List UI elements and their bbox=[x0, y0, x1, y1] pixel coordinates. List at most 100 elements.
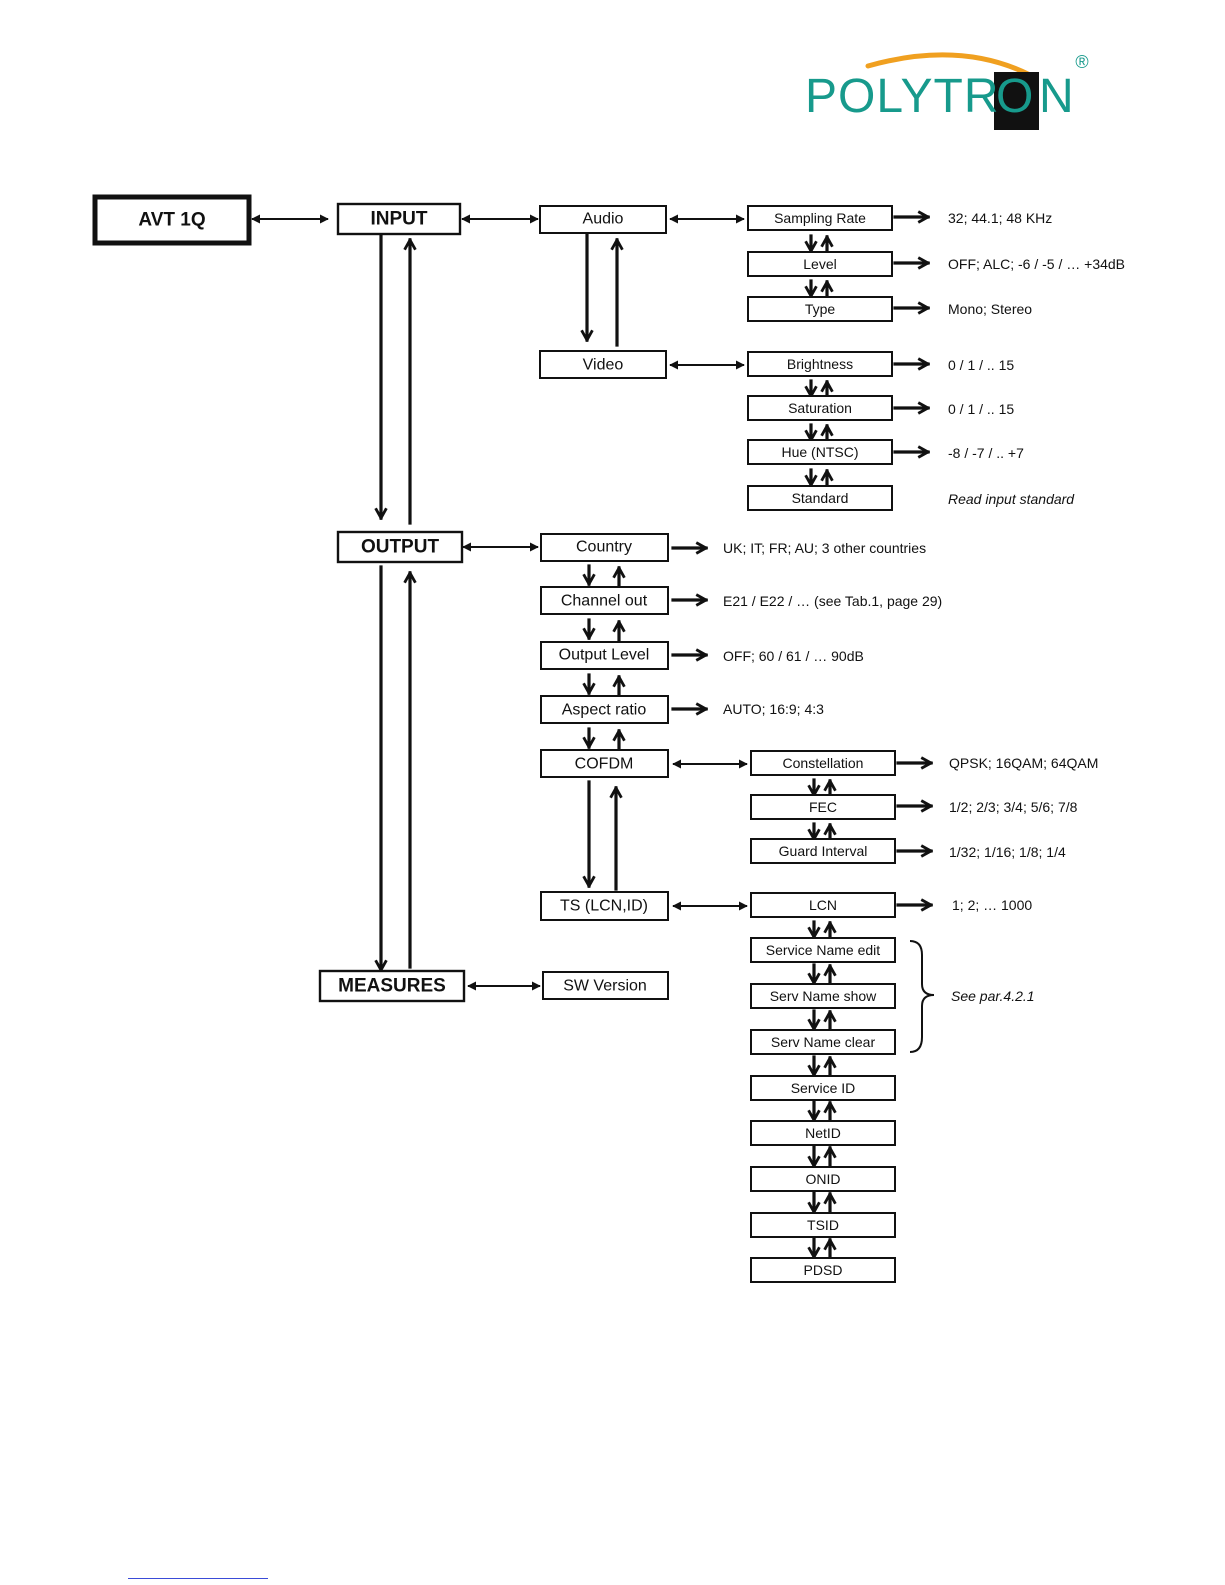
chain-hue-standard bbox=[811, 468, 827, 488]
node-service-name-edit: Service Name edit bbox=[750, 937, 896, 963]
node-service-id-box bbox=[750, 1075, 896, 1101]
node-sampling-rate-label: Sampling Rate bbox=[774, 210, 866, 226]
node-sampling-rate: Sampling Rate bbox=[747, 205, 893, 231]
value-type: Mono; Stereo bbox=[948, 301, 1032, 317]
logo-text-end: N bbox=[1039, 70, 1075, 123]
node-serv-name-show-box bbox=[750, 983, 896, 1009]
node-country: Country bbox=[540, 533, 669, 562]
service-name-brace bbox=[909, 940, 935, 1053]
node-type-label: Type bbox=[805, 301, 836, 317]
node-onid-box bbox=[750, 1166, 896, 1192]
node-netid: NetID bbox=[750, 1120, 896, 1146]
node-country-box bbox=[540, 533, 669, 562]
value-aspect-ratio: AUTO; 16:9; 4:3 bbox=[723, 701, 824, 717]
node-tsid: TSID bbox=[750, 1212, 896, 1238]
chain-output-level-aspect bbox=[589, 673, 619, 697]
node-sampling-rate-box bbox=[747, 205, 893, 231]
node-service-name-edit-label: Service Name edit bbox=[766, 942, 880, 958]
node-serv-name-show: Serv Name show bbox=[750, 983, 896, 1009]
node-channel-out: Channel out bbox=[540, 586, 669, 615]
node-type-box bbox=[747, 296, 893, 322]
node-serv-name-clear: Serv Name clear bbox=[750, 1029, 896, 1055]
node-netid-label: NetID bbox=[805, 1125, 841, 1141]
node-hue-label: Hue (NTSC) bbox=[781, 444, 858, 460]
node-level-box bbox=[747, 251, 893, 277]
registered-mark: ® bbox=[1075, 52, 1088, 72]
node-pdsd-label: PDSD bbox=[804, 1262, 843, 1278]
value-lcn: 1; 2; … 1000 bbox=[952, 897, 1032, 913]
value-country: UK; IT; FR; AU; 3 other countries bbox=[723, 540, 926, 556]
chain-constellation-fec bbox=[814, 778, 830, 798]
node-guard-interval: Guard Interval bbox=[750, 838, 896, 864]
polytron-logo: POLYTR O N ® bbox=[805, 52, 1089, 130]
node-guard-interval-label: Guard Interval bbox=[779, 843, 868, 859]
node-serv-name-clear-label: Serv Name clear bbox=[771, 1034, 876, 1050]
chain-sampling-level bbox=[811, 234, 827, 254]
value-brightness: 0 / 1 / .. 15 bbox=[948, 357, 1014, 373]
chain-onid-tsid bbox=[814, 1191, 830, 1215]
chain-fec-guard bbox=[814, 822, 830, 842]
node-saturation-box bbox=[747, 395, 893, 421]
node-guard-interval-box bbox=[750, 838, 896, 864]
node-serv-name-clear-box bbox=[750, 1029, 896, 1055]
chain-saturation-hue bbox=[811, 423, 827, 443]
node-hue-box bbox=[747, 439, 893, 465]
node-ts-box bbox=[540, 891, 669, 921]
value-guard-interval: 1/32; 1/16; 1/8; 1/4 bbox=[949, 844, 1066, 860]
node-service-name-edit-box bbox=[750, 937, 896, 963]
node-measures-label: MEASURES bbox=[338, 976, 446, 997]
chain-edit-show bbox=[814, 963, 830, 986]
node-output-level-box bbox=[540, 641, 669, 670]
node-audio: Audio bbox=[539, 205, 667, 234]
node-serv-name-show-label: Serv Name show bbox=[770, 988, 877, 1004]
node-aspect-ratio-box bbox=[540, 695, 669, 724]
node-lcn: LCN bbox=[750, 892, 896, 918]
node-pdsd-box bbox=[750, 1257, 896, 1283]
node-root: AVT 1Q bbox=[92, 194, 252, 246]
node-input-label: INPUT bbox=[371, 209, 428, 230]
node-video-box bbox=[539, 350, 667, 379]
node-constellation-label: Constellation bbox=[783, 755, 864, 771]
node-root-box bbox=[92, 194, 252, 246]
node-output-level-label: Output Level bbox=[559, 647, 650, 664]
node-root-label: AVT 1Q bbox=[138, 210, 205, 231]
node-cofdm-box bbox=[540, 749, 669, 778]
node-tsid-label: TSID bbox=[807, 1217, 839, 1233]
value-output-level: OFF; 60 / 61 / … 90dB bbox=[723, 648, 864, 664]
node-onid: ONID bbox=[750, 1166, 896, 1192]
node-pdsd: PDSD bbox=[750, 1257, 896, 1283]
node-measures: MEASURES bbox=[318, 969, 466, 1003]
value-texts: 32; 44.1; 48 KHz OFF; ALC; -6 / -5 / … +… bbox=[723, 210, 1125, 1004]
node-cofdm-label: COFDM bbox=[575, 756, 634, 773]
chain-tsid-pdsd bbox=[814, 1237, 830, 1260]
node-measures-box bbox=[318, 969, 466, 1003]
node-constellation-box bbox=[750, 750, 896, 776]
node-level: Level bbox=[747, 251, 893, 277]
node-output-label: OUTPUT bbox=[361, 537, 440, 558]
node-constellation: Constellation bbox=[750, 750, 896, 776]
value-fec: 1/2; 2/3; 3/4; 5/6; 7/8 bbox=[949, 799, 1078, 815]
chain-level-type bbox=[811, 279, 827, 299]
chain-show-clear bbox=[814, 1009, 830, 1032]
node-fec-label: FEC bbox=[809, 799, 837, 815]
node-lcn-box bbox=[750, 892, 896, 918]
logo-arc bbox=[865, 52, 1033, 78]
chain-output-channel-level bbox=[589, 618, 619, 642]
node-channel-out-label: Channel out bbox=[561, 593, 648, 610]
value-constellation: QPSK; 16QAM; 64QAM bbox=[949, 755, 1098, 771]
node-hue: Hue (NTSC) bbox=[747, 439, 893, 465]
value-standard: Read input standard bbox=[948, 491, 1075, 507]
node-ts-label: TS (LCN,ID) bbox=[560, 898, 648, 915]
value-level: OFF; ALC; -6 / -5 / … +34dB bbox=[948, 256, 1125, 272]
node-audio-box bbox=[539, 205, 667, 234]
value-arrows bbox=[671, 217, 931, 905]
chain-output-aspect-cofdm bbox=[589, 727, 619, 751]
node-input: INPUT bbox=[336, 202, 462, 236]
node-aspect-ratio-label: Aspect ratio bbox=[562, 702, 647, 719]
node-tsid-box bbox=[750, 1212, 896, 1238]
node-type: Type bbox=[747, 296, 893, 322]
value-sampling-rate: 32; 44.1; 48 KHz bbox=[948, 210, 1052, 226]
node-country-label: Country bbox=[576, 539, 632, 556]
value-service-name-note: See par.4.2.1 bbox=[951, 988, 1035, 1004]
value-saturation: 0 / 1 / .. 15 bbox=[948, 401, 1014, 417]
